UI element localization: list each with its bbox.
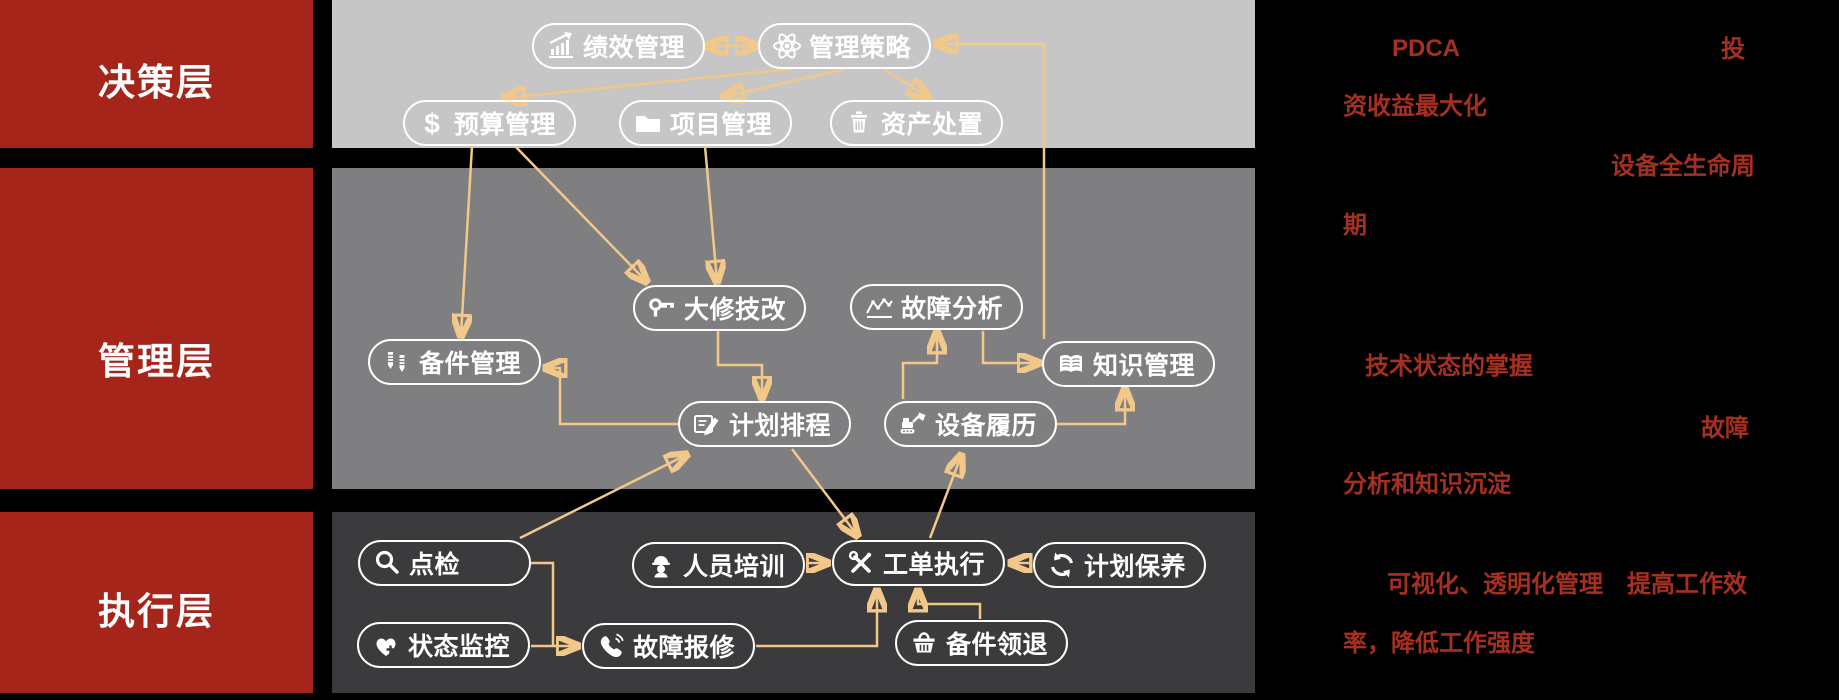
wrench-key-icon — [647, 293, 677, 323]
layer-label-management: 管理层 — [98, 341, 215, 382]
node-overhaul-upgrade: 大修技改 — [633, 285, 806, 331]
node-label: 备件管理 — [419, 350, 522, 378]
node-label: 项目管理 — [670, 111, 773, 139]
annotation-invest: 投 — [1721, 36, 1745, 63]
node-planned-maintenance: 计划保养 — [1033, 542, 1206, 588]
node-equipment-history: 设备履历 — [884, 401, 1057, 447]
annotation-efficiency: 率，降低工作强度 — [1343, 630, 1535, 657]
node-label: 故障分析 — [901, 295, 1004, 323]
node-spare-parts-management: 备件管理 — [368, 339, 541, 385]
node-knowledge-management: 知识管理 — [1042, 341, 1215, 387]
node-condition-monitoring: 状态监控 — [357, 622, 530, 668]
line-chart-icon — [864, 292, 894, 322]
node-label: 设备履历 — [935, 412, 1038, 440]
magnifier-icon — [372, 548, 402, 578]
basket-icon — [909, 628, 939, 658]
annotation-lifecycle: 设备全生命周 — [1611, 153, 1755, 180]
layer-block-decision — [0, 0, 313, 148]
node-label: 计划保养 — [1084, 553, 1187, 581]
node-label: 知识管理 — [1093, 352, 1196, 380]
refresh-icon — [1047, 550, 1077, 580]
node-work-order-execution: 工单执行 — [832, 540, 1005, 586]
folder-icon — [633, 108, 663, 138]
node-label: 人员培训 — [683, 553, 786, 581]
worker-icon — [646, 550, 676, 580]
excavator-icon — [898, 409, 928, 439]
node-label: 状态监控 — [408, 633, 511, 661]
node-budget-management: $ 预算管理 — [403, 100, 576, 146]
node-performance-management: 绩效管理 — [532, 23, 705, 69]
node-label: 工单执行 — [883, 551, 986, 579]
node-personnel-training: 人员培训 — [632, 542, 805, 588]
node-spare-parts-checkout: 备件领退 — [895, 620, 1068, 666]
screws-icon — [382, 347, 412, 377]
chart-growth-icon — [546, 31, 576, 61]
atom-icon — [772, 31, 802, 61]
node-label: 计划排程 — [729, 412, 832, 440]
node-label: 故障报修 — [633, 634, 736, 662]
node-spot-inspection: 点检 — [358, 540, 531, 586]
node-plan-scheduling: 计划排程 — [678, 401, 851, 447]
annotation-return-max: 资收益最大化 — [1343, 93, 1487, 120]
annotation-tech-status: 技术状态的掌握 — [1365, 353, 1533, 380]
heart-plus-icon — [371, 630, 401, 660]
layer-block-management — [0, 168, 313, 489]
node-project-management: 项目管理 — [619, 100, 792, 146]
node-label: 绩效管理 — [583, 34, 686, 62]
annotation-lifecycle-tail: 期 — [1343, 212, 1367, 239]
trash-icon — [844, 108, 874, 138]
annotation-analysis-knowledge: 分析和知识沉淀 — [1343, 471, 1511, 498]
layer-block-execution — [0, 512, 313, 693]
node-label: 预算管理 — [454, 111, 557, 139]
node-management-strategy: 管理策略 — [758, 23, 931, 69]
node-fault-repair-request: 故障报修 — [582, 623, 755, 669]
document-pen-icon — [692, 409, 722, 439]
layer-label-decision: 决策层 — [98, 62, 215, 103]
annotation-visual-mgmt: 可视化、透明化管理 提高工作效 — [1387, 571, 1747, 598]
annotation-pdca: PDCA — [1392, 35, 1461, 62]
node-label: 资产处置 — [881, 111, 984, 139]
node-fault-analysis: 故障分析 — [850, 284, 1023, 330]
crossed-tools-icon — [846, 548, 876, 578]
phone-icon — [596, 631, 626, 661]
node-asset-disposal: 资产处置 — [830, 100, 1003, 146]
annotation-fault: 故障 — [1701, 415, 1749, 442]
node-label: 点检 — [409, 551, 461, 579]
dollar-icon: $ — [417, 108, 447, 138]
svg-text:$: $ — [424, 108, 440, 138]
node-label: 备件领退 — [946, 631, 1049, 659]
node-label: 管理策略 — [809, 34, 912, 62]
layer-label-execution: 执行层 — [98, 591, 215, 632]
open-book-icon — [1056, 349, 1086, 379]
node-label: 大修技改 — [684, 296, 787, 324]
management-box — [332, 168, 1255, 489]
